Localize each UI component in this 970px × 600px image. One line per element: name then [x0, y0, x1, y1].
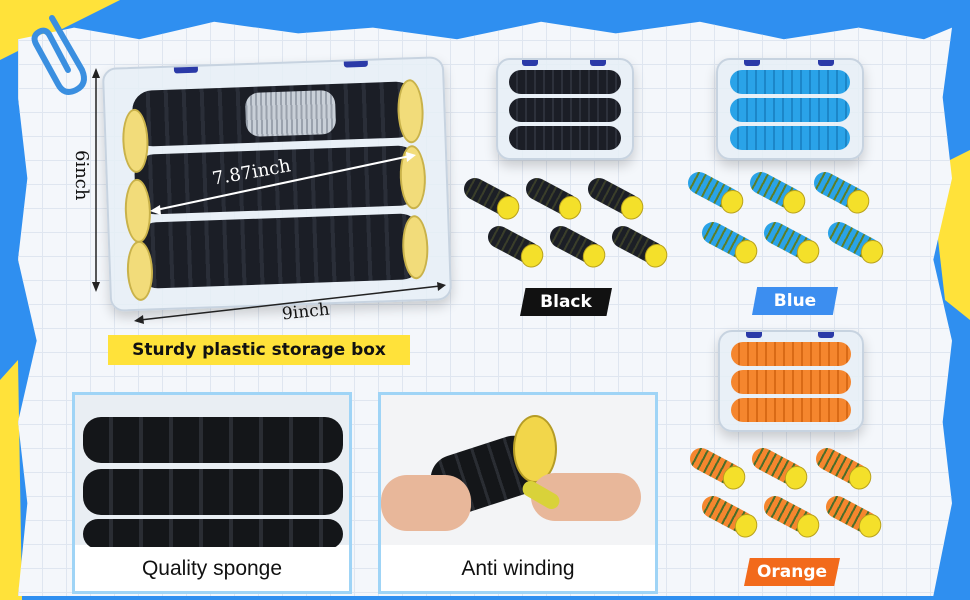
foam-roll	[508, 70, 622, 94]
hand	[381, 475, 471, 531]
foam-roll	[731, 342, 851, 366]
foam-roll	[83, 519, 343, 549]
storage-box-orange	[718, 330, 864, 432]
photo-anti-winding: Anti winding	[378, 392, 658, 594]
sponge-closeup	[75, 395, 349, 549]
color-tag-black: Black	[520, 288, 612, 316]
height-dimension-label: 6inch	[71, 150, 92, 201]
storage-box-black	[496, 58, 634, 160]
foam-roll	[83, 469, 343, 515]
foam-roll	[508, 126, 622, 150]
foam-roll	[729, 70, 851, 94]
latch	[818, 332, 834, 338]
paperclip-icon	[31, 15, 87, 95]
latch	[522, 60, 538, 66]
color-tag-blue: Blue	[752, 287, 838, 315]
latch	[744, 60, 760, 66]
box-title-label: Sturdy plastic storage box	[108, 335, 410, 365]
latch	[590, 60, 606, 66]
foam-roll	[729, 98, 851, 122]
caption-quality-sponge: Quality sponge	[75, 547, 349, 591]
foam-roll	[729, 126, 851, 150]
photo-quality-sponge: Quality sponge	[72, 392, 352, 594]
foam-roll	[83, 417, 343, 463]
foam-roll	[508, 98, 622, 122]
foam-roll	[731, 398, 851, 422]
hand-holding-roll	[381, 395, 655, 545]
color-tag-orange: Orange	[744, 558, 840, 586]
latch	[746, 332, 762, 338]
latch	[818, 60, 834, 66]
foam-roll	[731, 370, 851, 394]
end-cap	[513, 415, 557, 483]
storage-box-blue	[716, 58, 864, 160]
caption-anti-winding: Anti winding	[381, 547, 655, 591]
